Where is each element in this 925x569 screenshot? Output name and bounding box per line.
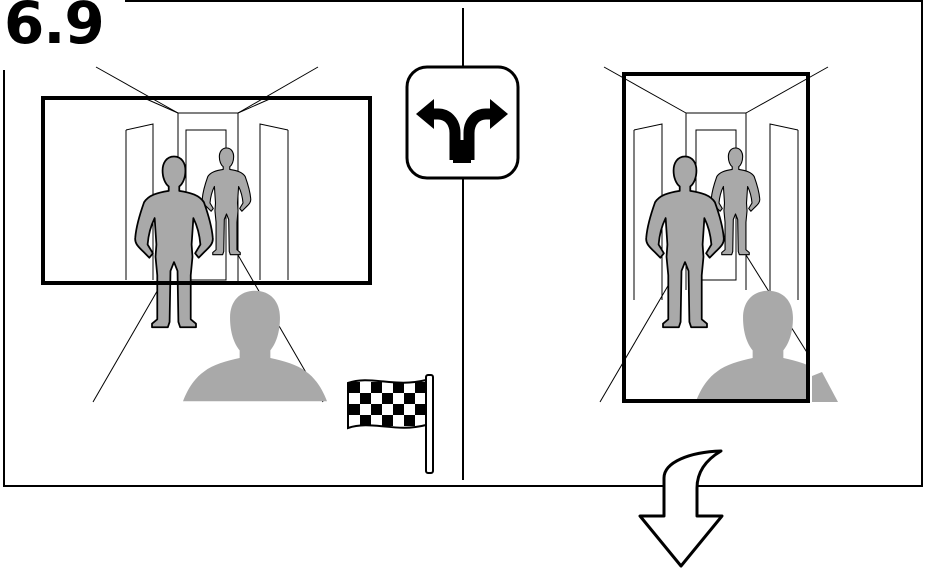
person-near xyxy=(646,157,724,328)
person-near xyxy=(135,157,213,328)
right-panel xyxy=(600,67,842,404)
curved-down-arrow-icon xyxy=(640,451,722,566)
left-panel xyxy=(43,67,370,402)
fork-arrow-icon xyxy=(407,67,518,178)
checkered-flag-icon xyxy=(348,375,433,473)
person-foreground xyxy=(183,291,327,401)
